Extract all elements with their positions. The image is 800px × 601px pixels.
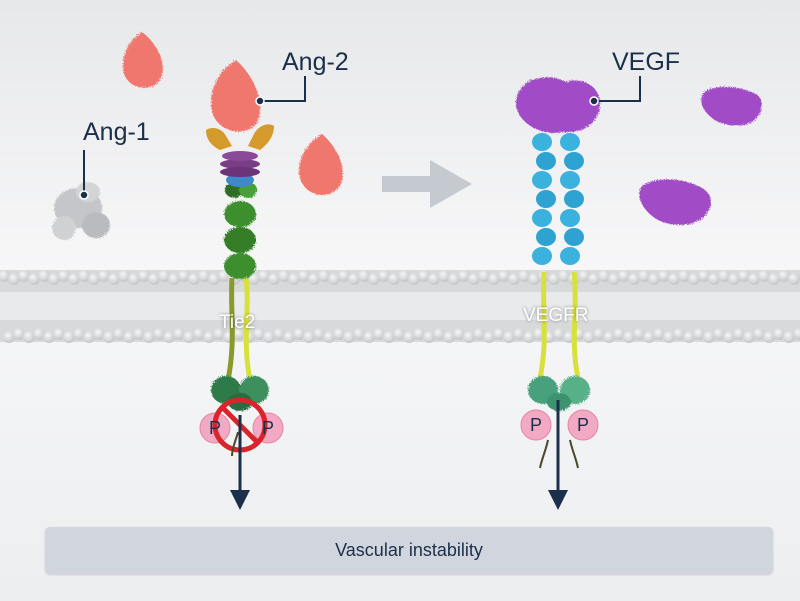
outcome-label: Vascular instability [335,540,483,560]
vegf-free-molecule-lower [639,179,711,225]
ang2-bound-molecule [211,60,261,132]
vegfr-signal-arrow [548,400,568,510]
vegfr-receptor [528,133,590,411]
outcome-bar: Vascular instability [45,527,773,574]
ang1-callout-line [79,150,89,200]
ang1-molecule [52,182,110,240]
vegfr-phosphate-right-label: P [576,415,589,435]
tie2-receptor [206,124,274,411]
cell-membrane [0,270,800,343]
vegfr-label: VEGFR [523,305,589,326]
tie2-label: Tie2 [219,312,256,333]
tie2-signal-arrow [230,415,250,510]
tie2-extracellular-domains [224,182,257,279]
vegf-bound-molecule [515,77,601,133]
ang2-free-molecule-mid [299,134,343,196]
ang2-label: Ang-2 [282,48,349,76]
vegfr-extracellular-domains [532,133,584,265]
vegf-free-molecule-right [701,86,762,126]
ang1-label: Ang-1 [83,118,150,146]
vegf-label: VEGF [612,48,681,76]
tie2-phosphate-right-label: P [261,418,274,438]
transition-arrow [382,160,472,208]
vegf-callout-line [589,76,641,106]
vegfr-phosphate-right [567,409,599,441]
ang2-callout-line [255,76,306,106]
vegfr-phosphate-left [520,409,552,441]
vegfr-phosphate-left-label: P [529,415,542,435]
tie2-phosphate-left-label: P [208,418,221,438]
ang2-free-molecule-top [122,32,163,88]
